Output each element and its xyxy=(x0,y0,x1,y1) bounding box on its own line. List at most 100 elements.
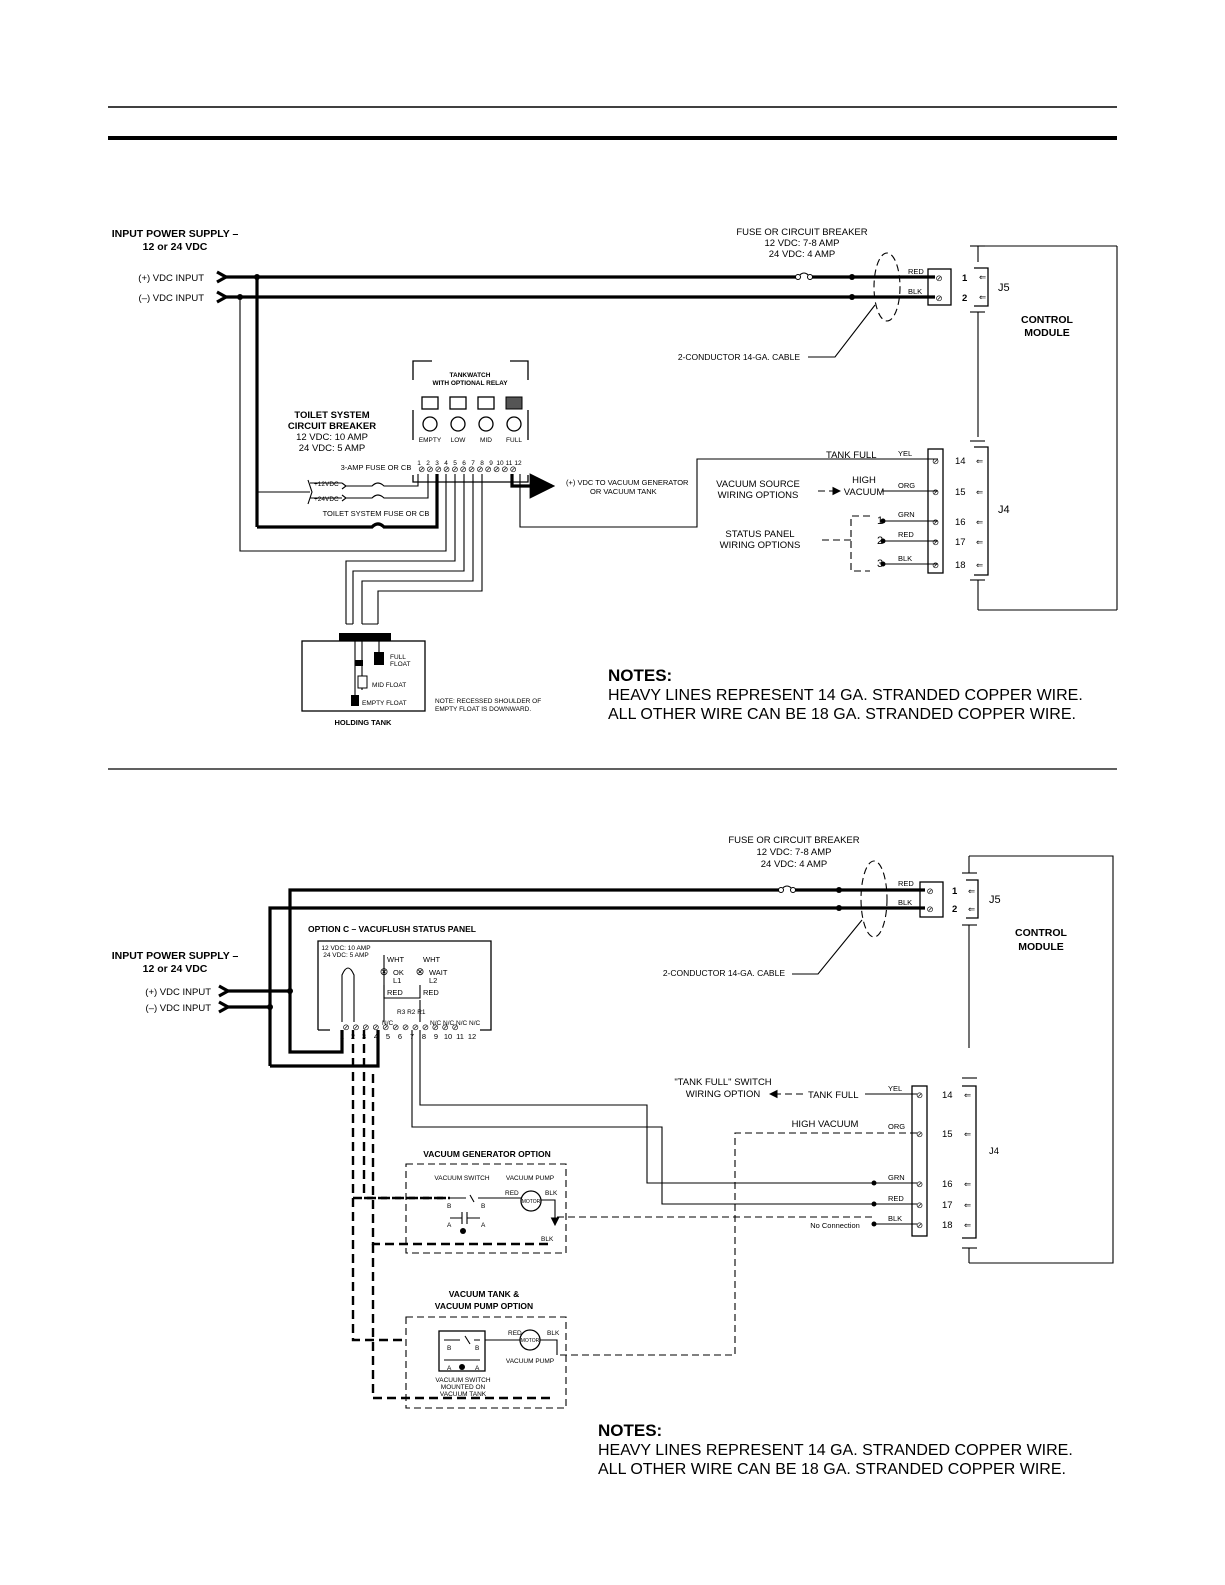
full-float xyxy=(374,652,384,665)
low-indicator-icon xyxy=(449,396,467,410)
svg-text:1: 1 xyxy=(417,460,421,467)
tankwatch-terminals: 1 2 3 4 5 6 7 8 9 10 11 12 ⊘⊘⊘⊘⊘⊘⊘⊘⊘⊘⊘⊘ xyxy=(417,460,522,474)
svg-text:VACUUM TANK: VACUUM TANK xyxy=(440,1391,487,1398)
notes-line-2-b: ALL OTHER WIRE CAN BE 18 GA. STRANDED CO… xyxy=(598,1461,1066,1478)
svg-text:VACUUM PUMP: VACUUM PUMP xyxy=(506,1358,554,1365)
j4-terminal-block xyxy=(927,448,944,574)
panel-breaker-icon xyxy=(341,967,355,1022)
svg-text:2: 2 xyxy=(877,535,883,547)
svg-text:A: A xyxy=(447,1365,452,1372)
wait-lamp-icon: ⊗ xyxy=(416,966,425,978)
svg-text:GRN: GRN xyxy=(888,1173,905,1182)
svg-text:18: 18 xyxy=(942,1220,953,1231)
empty-float xyxy=(351,695,359,706)
vacuum-generator-title: VACUUM GENERATOR OPTION xyxy=(423,1149,551,1159)
svg-text:3: 3 xyxy=(877,558,883,570)
svg-text:No Connection: No Connection xyxy=(810,1221,860,1230)
j4-label: J4 xyxy=(998,504,1010,516)
svg-text:GRN: GRN xyxy=(898,510,915,519)
svg-text:⊘: ⊘ xyxy=(916,1090,923,1100)
svg-text:⊘: ⊘ xyxy=(932,456,939,466)
svg-text:B: B xyxy=(475,1345,479,1352)
status-panel-terminals: 1 2 3 4 5 6 7 8 9 10 11 12 xyxy=(340,1032,476,1041)
level-empty: EMPTY xyxy=(419,437,442,444)
ok-lamp-icon: ⊗ xyxy=(380,966,389,978)
svg-text:24 VDC: 4 AMP: 24 VDC: 4 AMP xyxy=(761,859,828,870)
fuse-label: FUSE OR CIRCUIT BREAKER xyxy=(736,227,867,238)
svg-text:BLK: BLK xyxy=(545,1190,558,1197)
pos-power-wire-b xyxy=(288,888,781,1012)
neg-power-wire-b xyxy=(268,906,925,1066)
svg-text:⊘: ⊘ xyxy=(935,273,942,283)
svg-text:2: 2 xyxy=(426,460,430,467)
svg-text:6: 6 xyxy=(462,460,466,467)
svg-text:11: 11 xyxy=(506,460,513,467)
svg-text:15: 15 xyxy=(942,1129,953,1140)
svg-text:MID FLOAT: MID FLOAT xyxy=(372,682,406,689)
svg-text:(–) VDC INPUT: (–) VDC INPUT xyxy=(146,1003,212,1014)
level-low: LOW xyxy=(451,437,467,444)
option-c-title: OPTION C – VACUFLUSH STATUS PANEL xyxy=(308,924,476,934)
full-indicator-icon xyxy=(505,396,523,410)
svg-text:WIRING OPTION: WIRING OPTION xyxy=(686,1089,761,1100)
svg-text:VACUUM SWITCH: VACUUM SWITCH xyxy=(434,1175,489,1182)
svg-text:1: 1 xyxy=(877,515,883,527)
svg-text:MOTOR: MOTOR xyxy=(521,1338,540,1344)
svg-text:10: 10 xyxy=(444,1032,452,1041)
svg-text:WITH OPTIONAL RELAY: WITH OPTIONAL RELAY xyxy=(432,380,508,387)
svg-text:⊘: ⊘ xyxy=(916,1129,923,1139)
j4-plug-b xyxy=(962,1085,977,1239)
svg-text:MOTOR: MOTOR xyxy=(522,1199,541,1205)
svg-text:RED: RED xyxy=(898,879,914,888)
empty-indicator-icon xyxy=(421,396,439,410)
toilet-supply-heavy-wire xyxy=(257,474,439,529)
svg-text:OK: OK xyxy=(393,968,404,977)
svg-text:BLK: BLK xyxy=(908,287,922,296)
svg-text:8: 8 xyxy=(422,1032,426,1041)
svg-text:B: B xyxy=(447,1345,451,1352)
pos-input-label: (+) VDC INPUT xyxy=(138,273,204,284)
svg-text:R3 R2 R1: R3 R2 R1 xyxy=(397,1009,426,1016)
neg-input-connector xyxy=(216,290,230,304)
tank-flange xyxy=(339,633,391,641)
svg-text:STATUS PANEL: STATUS PANEL xyxy=(725,529,794,540)
vacuum-generator-option-box xyxy=(405,1163,567,1254)
svg-text:RED: RED xyxy=(508,1330,522,1337)
j4-terminal-block-b xyxy=(911,1085,928,1237)
svg-text:7: 7 xyxy=(471,460,475,467)
svg-text:B: B xyxy=(447,1203,451,1210)
svg-text:⇐: ⇐ xyxy=(976,456,984,466)
svg-text:ORG: ORG xyxy=(888,1122,905,1131)
svg-text:14: 14 xyxy=(942,1090,953,1101)
svg-text:3: 3 xyxy=(435,460,439,467)
notes-line-1: HEAVY LINES REPRESENT 14 GA. STRANDED CO… xyxy=(608,687,1083,704)
svg-text:WHT: WHT xyxy=(423,955,440,964)
control-module-label-b: CONTROL xyxy=(1015,927,1067,939)
level-full: FULL xyxy=(506,437,522,444)
svg-text:11: 11 xyxy=(456,1032,464,1041)
svg-text:4: 4 xyxy=(374,1032,378,1041)
tankwatch-title: TANKWATCH xyxy=(450,372,491,379)
svg-text:EMPTY FLOAT IS DOWNWARD.: EMPTY FLOAT IS DOWNWARD. xyxy=(435,706,531,713)
svg-text:MODULE: MODULE xyxy=(1018,941,1064,953)
svg-text:A: A xyxy=(475,1365,480,1372)
svg-text:2: 2 xyxy=(962,293,967,304)
svg-text:18: 18 xyxy=(955,560,966,571)
svg-text:+12VDC: +12VDC xyxy=(314,481,339,488)
svg-text:⇐: ⇐ xyxy=(964,1090,972,1100)
vacuum-tank-title: VACUUM TANK & xyxy=(449,1289,520,1299)
svg-text:5: 5 xyxy=(386,1032,390,1041)
svg-text:+24VDC: +24VDC xyxy=(314,496,339,503)
svg-text:⇐: ⇐ xyxy=(968,886,976,896)
svg-text:⊘: ⊘ xyxy=(932,537,939,547)
option-feed-dashed xyxy=(351,1030,404,1342)
svg-text:RED: RED xyxy=(423,988,439,997)
svg-text:VACUUM SWITCH: VACUUM SWITCH xyxy=(435,1377,490,1384)
svg-text:⇐: ⇐ xyxy=(976,560,984,570)
svg-text:HIGH: HIGH xyxy=(852,475,876,486)
svg-text:BLK: BLK xyxy=(898,898,912,907)
svg-text:⊘: ⊘ xyxy=(932,517,939,527)
notes-heading-b: NOTES: xyxy=(598,1421,662,1440)
svg-text:RED: RED xyxy=(898,530,914,539)
